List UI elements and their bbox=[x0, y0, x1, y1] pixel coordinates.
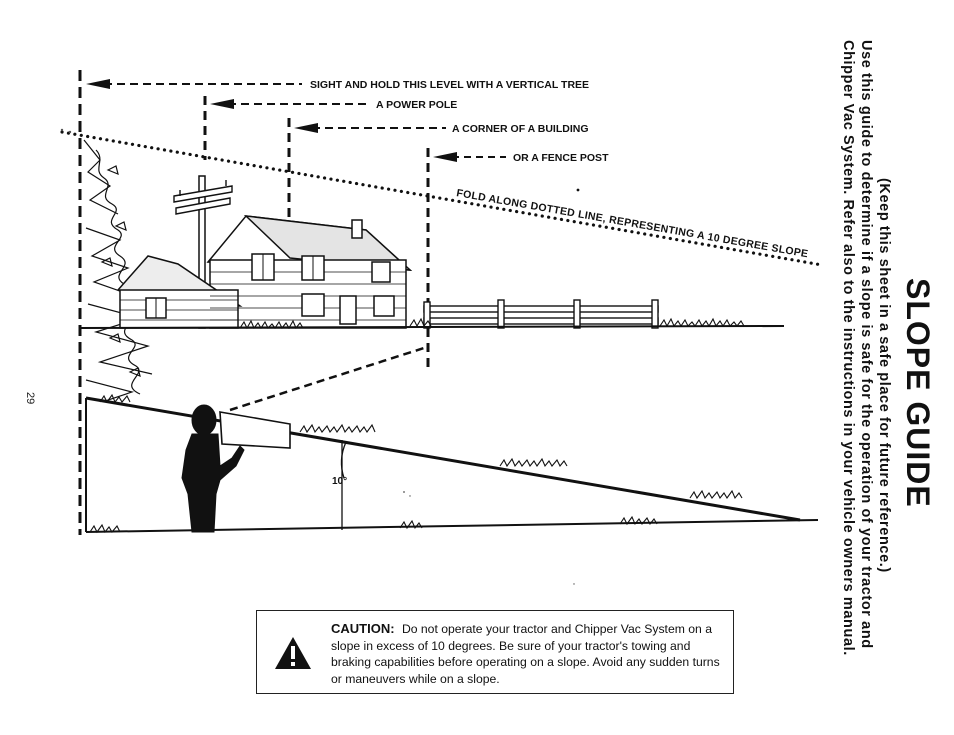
pole-label: A POWER POLE bbox=[376, 99, 457, 111]
building-label: A CORNER OF A BUILDING bbox=[452, 123, 589, 135]
horizon-ground bbox=[79, 317, 785, 330]
instructions-line-2: Chipper Vac System. Refer also to the in… bbox=[840, 40, 856, 656]
caution-box: CAUTION: Do not operate your tractor and… bbox=[256, 610, 734, 694]
caution-body: Do not operate your tractor and Chipper … bbox=[331, 622, 720, 686]
caution-message: CAUTION: Do not operate your tractor and… bbox=[331, 621, 727, 687]
keep-note: (Keep this sheet in a safe place for fut… bbox=[876, 178, 892, 573]
fold-line-label: FOLD ALONG DOTTED LINE, REPRESENTING A 1… bbox=[455, 187, 809, 260]
guide-sheet bbox=[219, 411, 291, 449]
page-title: SLOPE GUIDE bbox=[900, 278, 936, 508]
angle-label: 10° bbox=[332, 476, 347, 487]
caution-label: CAUTION: bbox=[331, 621, 395, 636]
fold-dotted-line bbox=[60, 130, 824, 267]
paper-specks bbox=[60, 128, 575, 585]
person-silhouette bbox=[181, 404, 245, 533]
building-arrow bbox=[294, 123, 446, 133]
house-illustration bbox=[116, 214, 413, 329]
instructions-line-1: Use this guide to determine if a slope i… bbox=[858, 40, 874, 649]
sight-line bbox=[229, 346, 425, 412]
fence-label: OR A FENCE POST bbox=[513, 152, 609, 164]
tree-arrow bbox=[86, 79, 302, 89]
pole-arrow bbox=[210, 99, 368, 109]
warning-triangle-icon bbox=[275, 637, 311, 669]
angle-marker bbox=[340, 440, 347, 530]
fence-arrow bbox=[433, 152, 506, 162]
tree-label: SIGHT AND HOLD THIS LEVEL WITH A VERTICA… bbox=[310, 79, 589, 91]
page-number: 29 bbox=[24, 392, 36, 405]
fence-illustration bbox=[423, 299, 659, 329]
stray-mark bbox=[576, 188, 580, 192]
